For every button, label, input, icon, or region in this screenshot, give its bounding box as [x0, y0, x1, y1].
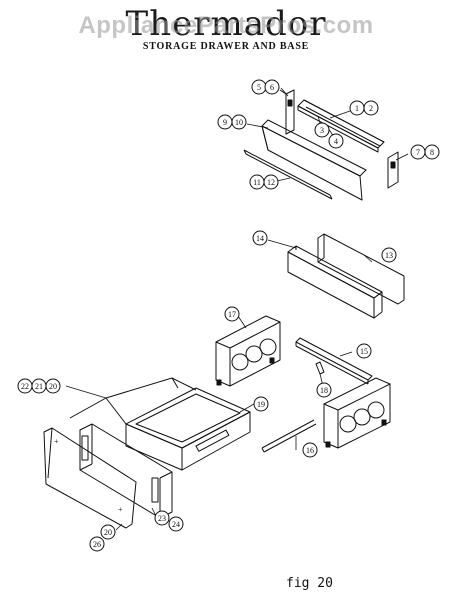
svg-text:12: 12 [267, 178, 275, 187]
svg-text:+: + [54, 437, 59, 446]
callout-17: 17 [224, 306, 240, 322]
callout-7: 7 [410, 144, 426, 160]
svg-text:21: 21 [35, 382, 43, 391]
callout-16: 16 [302, 442, 318, 458]
callout-4: 4 [328, 133, 344, 149]
svg-text:9: 9 [223, 118, 227, 127]
svg-text:14: 14 [256, 234, 264, 243]
part-drawer-front-panel: + + [43, 427, 137, 529]
brand-logo-text: Thermador [125, 4, 327, 44]
part-left-bracket [279, 89, 295, 135]
callout-20-top: 20 [45, 378, 61, 394]
svg-text:20: 20 [49, 382, 57, 391]
callout-1: 1 [349, 100, 365, 116]
svg-text:10: 10 [235, 118, 243, 127]
callout-5: 5 [251, 79, 267, 95]
callout-24: 24 [168, 516, 184, 532]
svg-text:16: 16 [306, 446, 314, 455]
part-drawer-box [125, 387, 251, 471]
callout-11: 11 [249, 174, 265, 190]
svg-text:18: 18 [320, 386, 328, 395]
svg-text:13: 13 [385, 251, 393, 260]
svg-text:8: 8 [430, 148, 434, 157]
callout-8: 8 [424, 144, 440, 160]
svg-text:3: 3 [320, 126, 324, 135]
part-top-rail [297, 99, 385, 153]
svg-text:6: 6 [270, 83, 274, 92]
part-kick-panel [287, 245, 383, 319]
callout-18: 18 [316, 382, 332, 398]
callout-9: 9 [217, 114, 233, 130]
callout-3: 3 [314, 122, 330, 138]
part-bottom-strip [261, 419, 317, 453]
part-top-strip [243, 149, 333, 200]
part-left-side-panel [215, 315, 281, 387]
figure-label: fig 20 [286, 576, 333, 591]
callout-26: 26 [89, 536, 105, 552]
callout-23: 23 [154, 510, 170, 526]
svg-text:23: 23 [158, 514, 166, 523]
callout-2: 2 [363, 100, 379, 116]
svg-text:20: 20 [104, 528, 112, 537]
svg-text:5: 5 [257, 83, 261, 92]
callout-14: 14 [252, 230, 268, 246]
svg-text:17: 17 [228, 310, 236, 319]
svg-text:1: 1 [355, 104, 359, 113]
svg-text:26: 26 [93, 540, 101, 549]
callout-13: 13 [381, 247, 397, 263]
svg-text:22: 22 [21, 382, 29, 391]
callout-22: 22 [17, 378, 33, 394]
part-right-bracket [387, 151, 399, 189]
svg-text:19: 19 [257, 400, 265, 409]
svg-text:15: 15 [360, 347, 368, 356]
diagram-subtitle: STORAGE DRAWER AND BASE [142, 41, 310, 52]
watermark: AppliancePartsPros.com [78, 12, 374, 39]
part-clip [315, 361, 325, 375]
callout-6: 6 [264, 79, 280, 95]
svg-text:4: 4 [334, 137, 338, 146]
callout-21: 21 [31, 378, 47, 394]
callout-15: 15 [356, 343, 372, 359]
svg-text:+: + [118, 505, 123, 514]
svg-text:2: 2 [369, 104, 373, 113]
svg-text:7: 7 [416, 148, 420, 157]
part-drawer-front-frame [79, 423, 173, 519]
callout-12: 12 [263, 174, 279, 190]
svg-text:24: 24 [172, 520, 180, 529]
part-drawer-bottom-sheet [69, 377, 197, 425]
leader-lines [65, 87, 409, 531]
callout-20-bottom: 20 [100, 524, 116, 540]
callouts: 5 6 1 2 3 4 9 10 7 8 11 12 14 13 17 15 1… [17, 79, 440, 552]
part-right-side-panel [323, 377, 391, 449]
svg-text:11: 11 [253, 178, 261, 187]
part-top-panel [261, 119, 367, 201]
callout-10: 10 [231, 114, 247, 130]
part-rear-panel [317, 233, 405, 305]
callout-19: 19 [253, 396, 269, 412]
